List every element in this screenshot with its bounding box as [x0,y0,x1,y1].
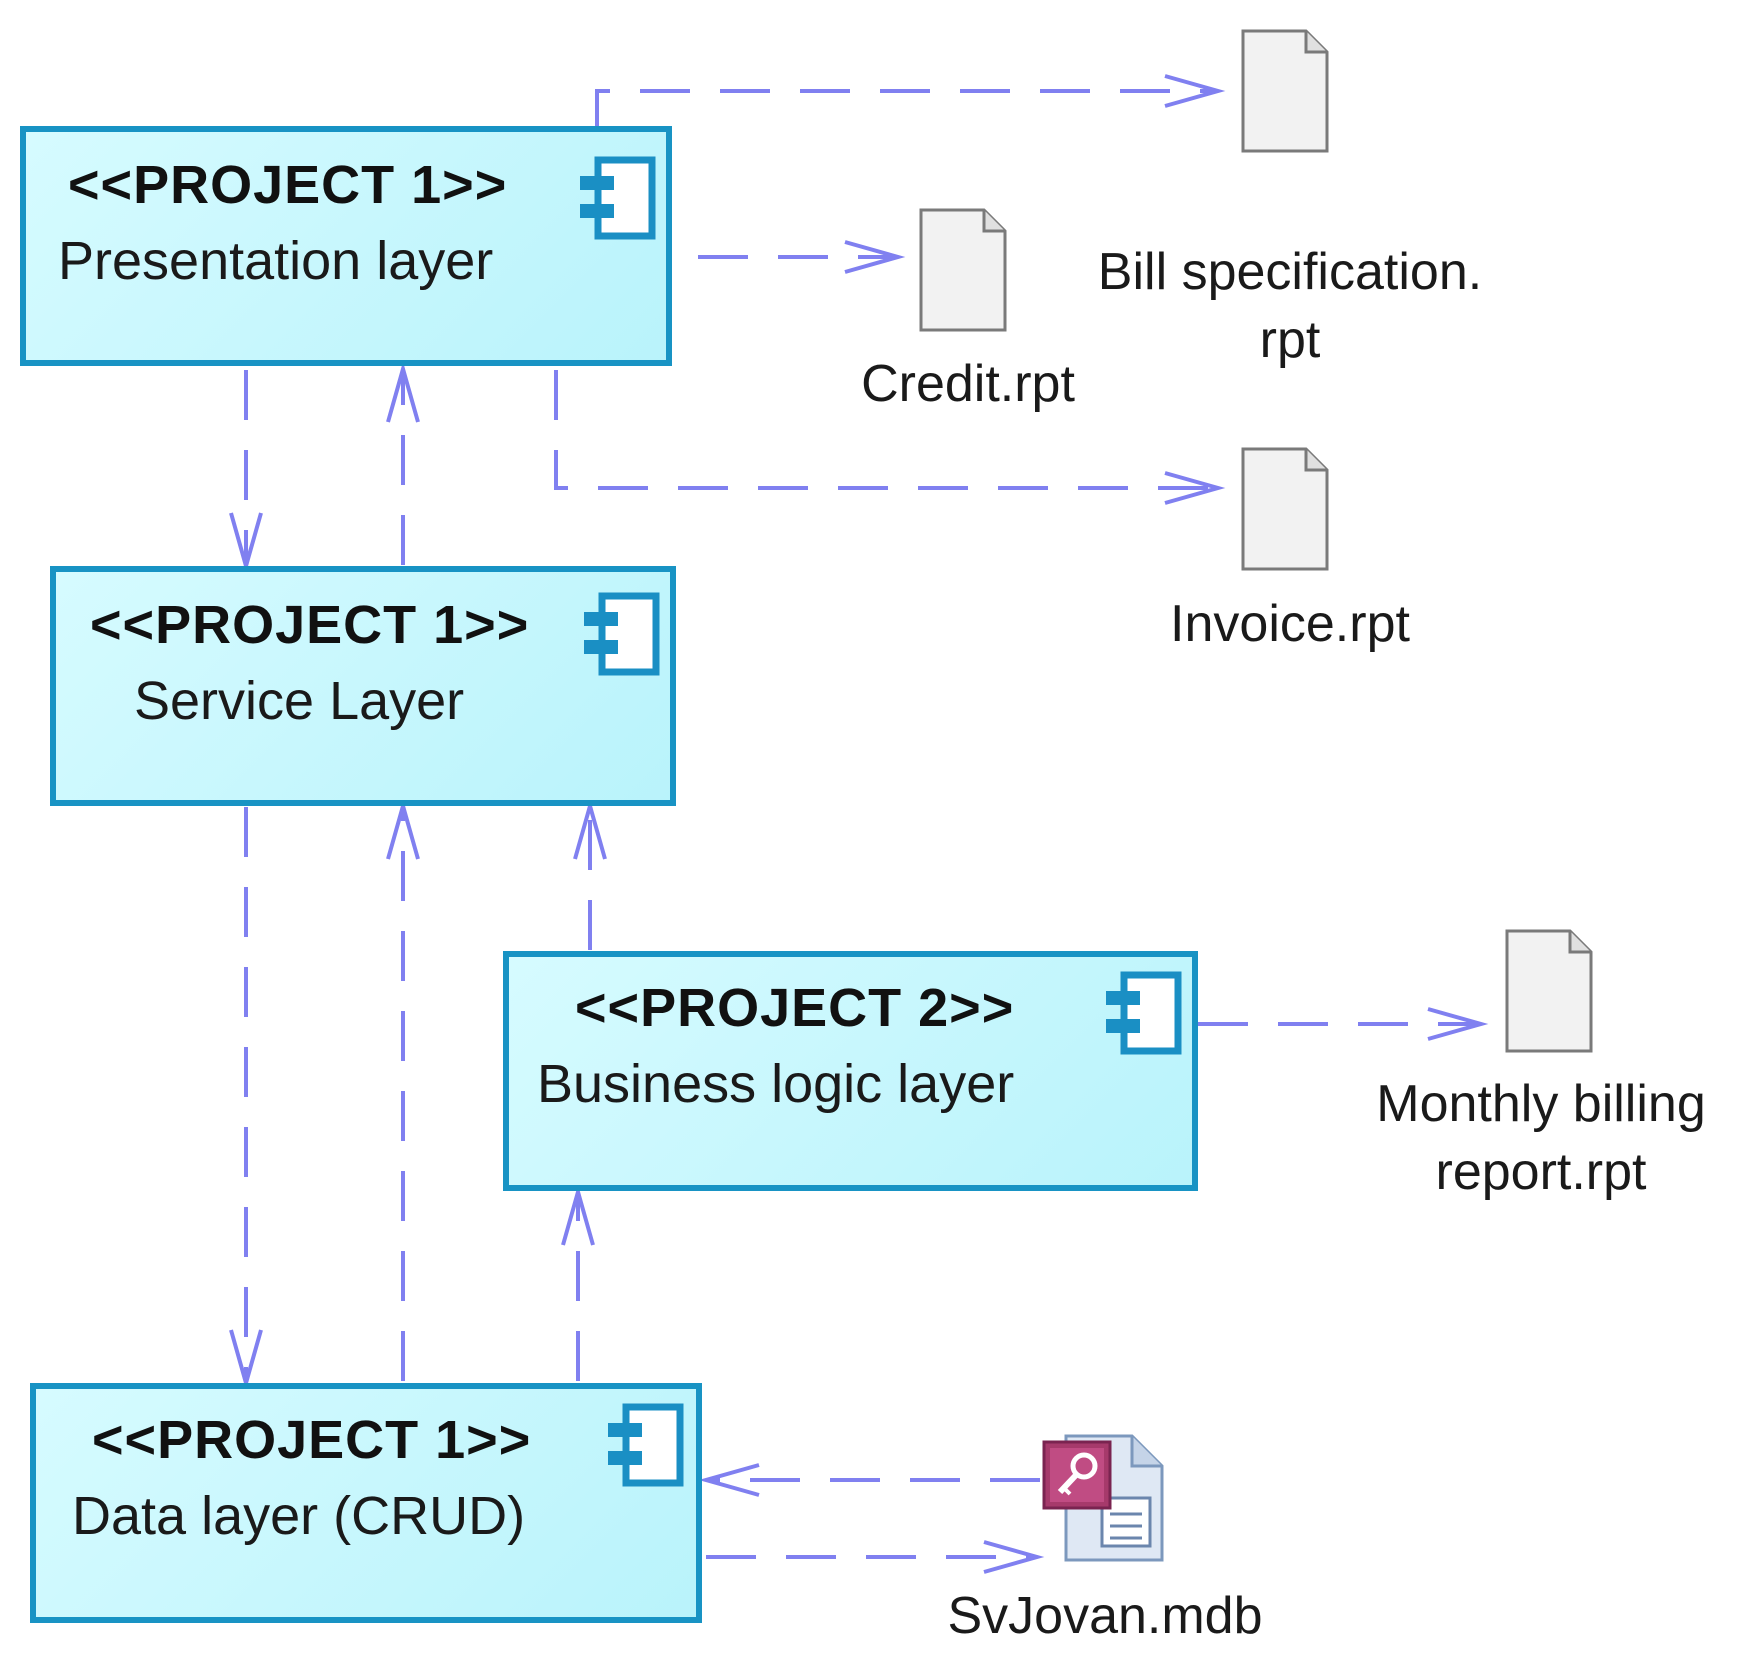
file-label-credit: Credit.rpt [861,355,1075,413]
file-label-bill-specification: Bill specification. rpt [1030,238,1550,374]
component-stereotype: <<PROJECT 1>> [68,155,508,215]
connector-presentation-to-bill [595,89,1215,128]
file-label-monthly-billing-report: Monthly billing report.rpt [1336,1070,1746,1206]
component-name: Service Layer [134,671,465,731]
component-icon [584,592,660,676]
service-layer-component[interactable]: <<PROJECT 1>> Service Layer [50,566,676,806]
arrowhead-invoice [1164,471,1226,505]
document-icon[interactable] [1240,446,1330,572]
file-label-line: Bill specification. [1097,243,1483,301]
file-label-invoice: Invoice.rpt [1170,595,1410,653]
component-stereotype: <<PROJECT 1>> [92,1410,532,1470]
business-logic-layer-component[interactable]: <<PROJECT 2>> Business logic layer [503,951,1198,1191]
document-icon[interactable] [918,207,1008,333]
component-name: Presentation layer [58,231,494,291]
arrowhead-credit [844,240,906,274]
document-icon[interactable] [1504,928,1594,1054]
component-icon [1106,971,1182,1055]
file-label-line: Monthly billing [1376,1075,1706,1133]
component-name: Data layer (CRUD) [72,1486,526,1546]
file-label-line: report.rpt [1435,1143,1647,1201]
component-icon [580,156,656,240]
file-label-line: rpt [1259,311,1321,369]
component-icon [608,1403,684,1487]
arrowhead-bill [1164,74,1226,108]
data-layer-component[interactable]: <<PROJECT 1>> Data layer (CRUD) [30,1383,702,1623]
component-name: Business logic layer [537,1054,1015,1114]
arrowhead-presentation-up [386,361,420,423]
arrowhead-service-up-2 [573,798,607,860]
file-label-database: SvJovan.mdb [947,1587,1263,1645]
arrowhead-database [983,1540,1045,1574]
component-stereotype: <<PROJECT 1>> [90,595,530,655]
arrowhead-service-up-1 [386,798,420,860]
presentation-layer-component[interactable]: <<PROJECT 1>> Presentation layer [20,126,672,366]
component-stereotype: <<PROJECT 2>> [575,978,1015,1038]
arrowhead-business-up [561,1184,595,1246]
access-database-icon[interactable] [1040,1432,1168,1564]
arrowhead-data-left [698,1463,760,1497]
arrowhead-monthly [1427,1007,1489,1041]
connector-presentation-to-invoice [554,370,1215,490]
document-icon[interactable] [1240,28,1330,154]
